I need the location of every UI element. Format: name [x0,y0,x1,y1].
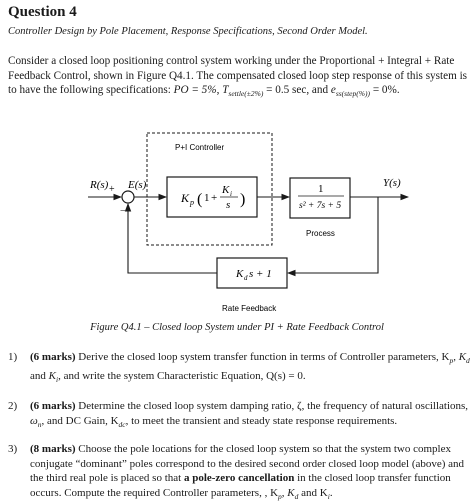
pi-one: 1 [204,192,210,204]
question-1: 1) (6 marks) Derive the closed loop syst… [8,351,470,384]
ts-subscript: settle(±2%) [228,89,264,99]
rate-feedback-block [216,257,288,289]
question-text: Derive the closed loop system transfer f… [78,351,450,363]
question-title: Question 4 [8,4,77,20]
question-bold: a pole-zero cancellation [183,472,295,484]
output-label: Y(s) [383,177,401,189]
kd-rest: s + 1 [249,268,272,280]
question-3: 3) (8 marks) Choose the pole locations f… [8,443,465,501]
summing-junction [121,190,135,204]
figure-caption: Figure Q4.1 – Closed loop System under P… [90,322,384,333]
plant-denominator: s² + 7s + 5 [299,201,341,211]
question-marks: (6 marks) [30,400,76,412]
kp-symbol: K [180,191,190,205]
sum-plus-sign: + [109,184,115,195]
process-label: Process [306,229,335,238]
ess-subscript: ss(step(%)) [335,89,371,99]
ess-value: = 0%. [372,84,400,97]
pi-open-paren: ( [197,191,202,208]
ki-subscript: i [230,190,232,198]
question-subtitle: Controller Design by Pole Placement, Res… [8,26,368,37]
question-number: 3) [8,443,18,455]
intro-text: Consider a closed loop positioning contr… [8,55,468,97]
question-number: 1) [8,351,18,363]
ts-value: = 0.5 sec, and [266,84,329,97]
ess-symbol: e [330,84,336,97]
kd-subscript: d [244,274,248,282]
plant-numerator: 1 [318,183,324,195]
intro-paragraph: Consider a closed loop positioning contr… [8,55,468,99]
question-text: Determine the closed loop system damping… [78,400,469,412]
process-block [289,177,351,219]
kp-sub: p [449,356,454,366]
question-marks: (8 marks) [30,443,76,455]
question-number: 2) [8,400,18,412]
pi-plus: + [211,192,217,204]
sum-minus-sign: − [120,206,126,217]
error-label: E(s) [127,179,147,191]
pi-s-denominator: s [226,199,230,211]
feedback-path-left [124,202,217,274]
kp-subscript: p [189,198,194,207]
question-marks: (6 marks) [30,351,76,363]
pi-controller-boundary [146,132,273,246]
input-label: R(s) [89,179,109,191]
kd-symbol: K [235,268,244,280]
question-tail: and DC Gain, K [47,414,119,427]
question-2: 2) (6 marks) Determine the closed loop s… [8,400,469,429]
question-text: Choose the pole locations for the closed… [30,443,465,484]
ts-symbol: T [222,84,229,97]
question-tail: and write the system Characteristic Equa… [63,369,306,382]
question-text-2: in the closed loop transfer function occ… [30,472,451,499]
ki-symbol: K [221,184,230,196]
question-tail-2: , to meet the transient and steady state… [125,414,398,427]
feedback-path-right [286,197,379,277]
question-tail: and K [301,486,328,499]
rate-feedback-label: Rate Feedback [222,304,277,313]
po-spec: PO = 5% [173,84,217,97]
pi-close-paren: ) [240,191,245,208]
pi-controller-label: P+I Controller [175,143,224,152]
